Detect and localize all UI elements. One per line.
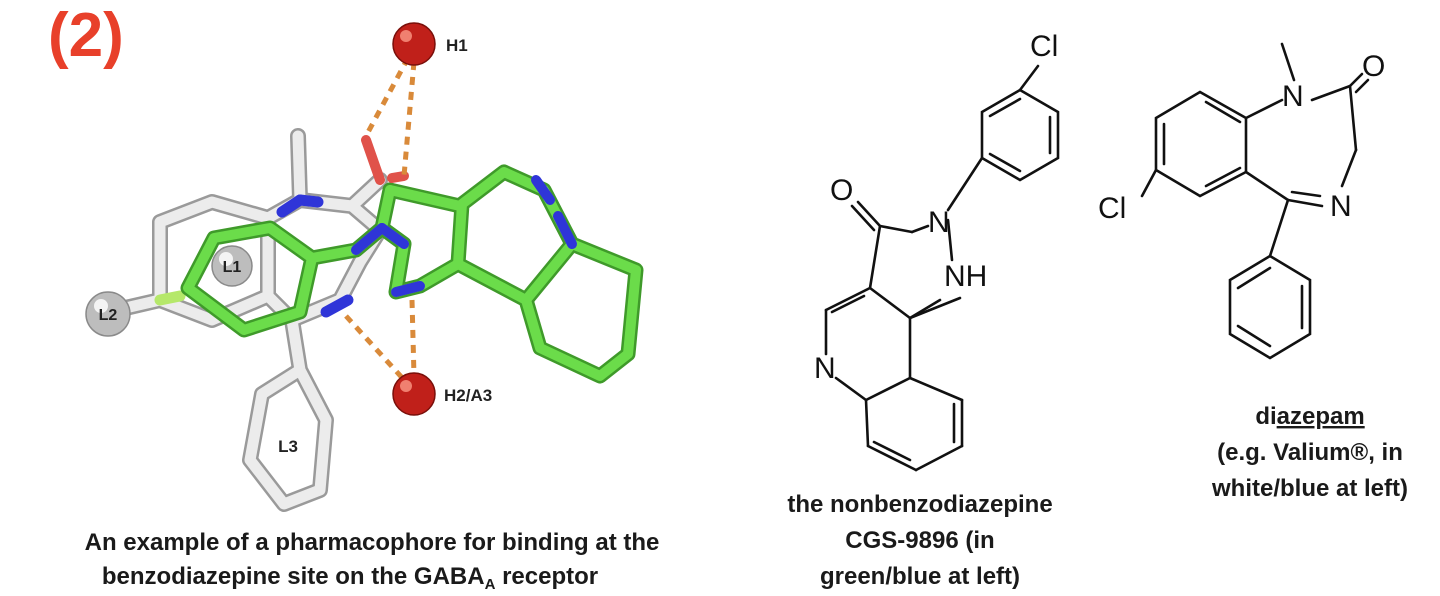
diazepam-structure bbox=[1140, 42, 1370, 360]
label-l1: L1 bbox=[223, 259, 242, 276]
caption-right: diazepam (e.g. Valium®, in white/blue at… bbox=[1211, 403, 1408, 502]
atom-n2-middle: N bbox=[928, 206, 950, 239]
atom-n1-right: N bbox=[1282, 80, 1304, 113]
caption-right-line1: (e.g. Valium®, in bbox=[1217, 439, 1403, 466]
atom-n4-right: N bbox=[1330, 190, 1352, 223]
diazepam-atom-labels: O N N Cl bbox=[1098, 50, 1385, 225]
caption-middle-line3: green/blue at left) bbox=[820, 563, 1020, 590]
atom-o-middle: O bbox=[830, 174, 853, 207]
diazepam-sticks bbox=[100, 128, 388, 512]
caption-left-line1: An example of a pharmacophore for bindin… bbox=[85, 529, 660, 556]
pharmacophore-model: L1 L2 L3 H1 H2/A3 bbox=[85, 22, 644, 512]
cgs-9896-structure bbox=[824, 64, 1060, 472]
sphere-l1: L1 bbox=[211, 245, 253, 287]
atom-n-ring-middle: N bbox=[814, 352, 836, 385]
caption-middle: the nonbenzodiazepine CGS-9896 (in green… bbox=[787, 491, 1052, 590]
sphere-h1: H1 bbox=[392, 22, 468, 66]
caption-middle-line2: CGS-9896 (in bbox=[845, 527, 994, 554]
panel-label: (2) bbox=[48, 1, 124, 70]
cgs-9896-atom-labels: Cl O N NH N bbox=[814, 30, 1058, 385]
caption-left-line2: benzodiazepine site on the GABAA recepto… bbox=[102, 563, 598, 593]
caption-left-line2-sub: A bbox=[485, 576, 496, 593]
atom-o-right: O bbox=[1362, 50, 1385, 83]
cgs-9896-sticks bbox=[180, 135, 644, 384]
atom-cl-middle: Cl bbox=[1030, 30, 1058, 63]
atom-nh-middle: NH bbox=[944, 260, 987, 293]
diazepam-name: diazepam bbox=[1255, 403, 1364, 430]
sphere-h2a3: H2/A3 bbox=[392, 372, 492, 416]
label-h1: H1 bbox=[446, 36, 468, 55]
caption-left-line2-pre: benzodiazepine site on the GABA bbox=[102, 563, 485, 590]
label-h2a3: H2/A3 bbox=[444, 386, 492, 405]
label-l3: L3 bbox=[278, 437, 298, 456]
label-l2: L2 bbox=[99, 307, 118, 324]
caption-middle-line1: the nonbenzodiazepine bbox=[787, 491, 1052, 518]
sphere-l2: L2 bbox=[85, 291, 131, 337]
caption-left-line2-post: receptor bbox=[495, 563, 598, 590]
diazepam-name-underlined: azepam bbox=[1277, 403, 1365, 430]
hbond-lines bbox=[344, 56, 417, 384]
atom-cl-right: Cl bbox=[1098, 192, 1126, 225]
diazepam-name-pre: di bbox=[1255, 403, 1276, 430]
caption-right-line2: white/blue at left) bbox=[1211, 475, 1408, 502]
